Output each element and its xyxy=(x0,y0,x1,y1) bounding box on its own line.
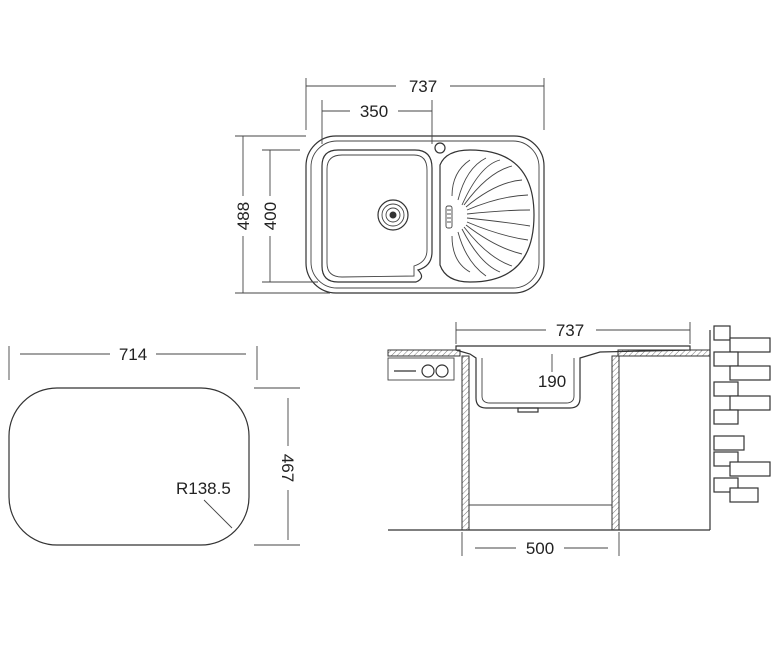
hob-knobs xyxy=(387,357,455,381)
drainer-ribs xyxy=(451,157,531,277)
dim-overall-depth: 488 xyxy=(234,135,330,294)
dim-label-714: 714 xyxy=(119,345,147,364)
drainer-outline xyxy=(439,149,535,283)
sink-outline xyxy=(305,135,545,294)
bowl-inner xyxy=(326,154,428,278)
dim-cutout-depth: 467 xyxy=(254,387,300,546)
dim-label-500: 500 xyxy=(526,539,554,558)
dim-cabinet-width: 500 xyxy=(461,532,620,558)
dim-cutout-width: 714 xyxy=(8,345,258,380)
cabinet-wall-left xyxy=(461,355,470,531)
countertop-left xyxy=(387,349,461,357)
dim-label-488: 488 xyxy=(234,202,253,230)
top-view: 737 350 488 400 xyxy=(234,77,545,294)
dim-label-467: 467 xyxy=(278,454,297,482)
dim-label-737-section: 737 xyxy=(556,321,584,340)
dim-label-radius: R138.5 xyxy=(176,479,231,498)
dim-overall-width: 737 xyxy=(305,77,545,130)
dim-label-190: 190 xyxy=(538,372,566,391)
cutout-view: 714 467 R138.5 xyxy=(8,345,300,546)
dim-bowl-depth: 400 xyxy=(261,149,318,283)
cutout-outline xyxy=(8,387,250,546)
dim-label-737: 737 xyxy=(409,77,437,96)
dim-bowl-height: 190 xyxy=(538,354,566,391)
drain-icon xyxy=(377,199,409,231)
cabinet-wall-right xyxy=(611,355,620,531)
overflow-icon xyxy=(445,205,453,229)
dim-bowl-width: 350 xyxy=(321,100,433,144)
section-view: 737 190 500 xyxy=(387,321,771,558)
tap-hole-icon xyxy=(434,142,446,154)
dim-label-400: 400 xyxy=(261,202,280,230)
drain-outlet-icon xyxy=(517,407,539,413)
sink-rim-inner xyxy=(310,140,540,289)
dim-cutout-radius: R138.5 xyxy=(176,479,233,529)
dim-label-350: 350 xyxy=(360,102,388,121)
brick-wall xyxy=(709,325,771,530)
bowl-outline xyxy=(321,149,433,283)
sink-profile xyxy=(455,345,691,409)
dim-section-width: 737 xyxy=(455,321,691,344)
